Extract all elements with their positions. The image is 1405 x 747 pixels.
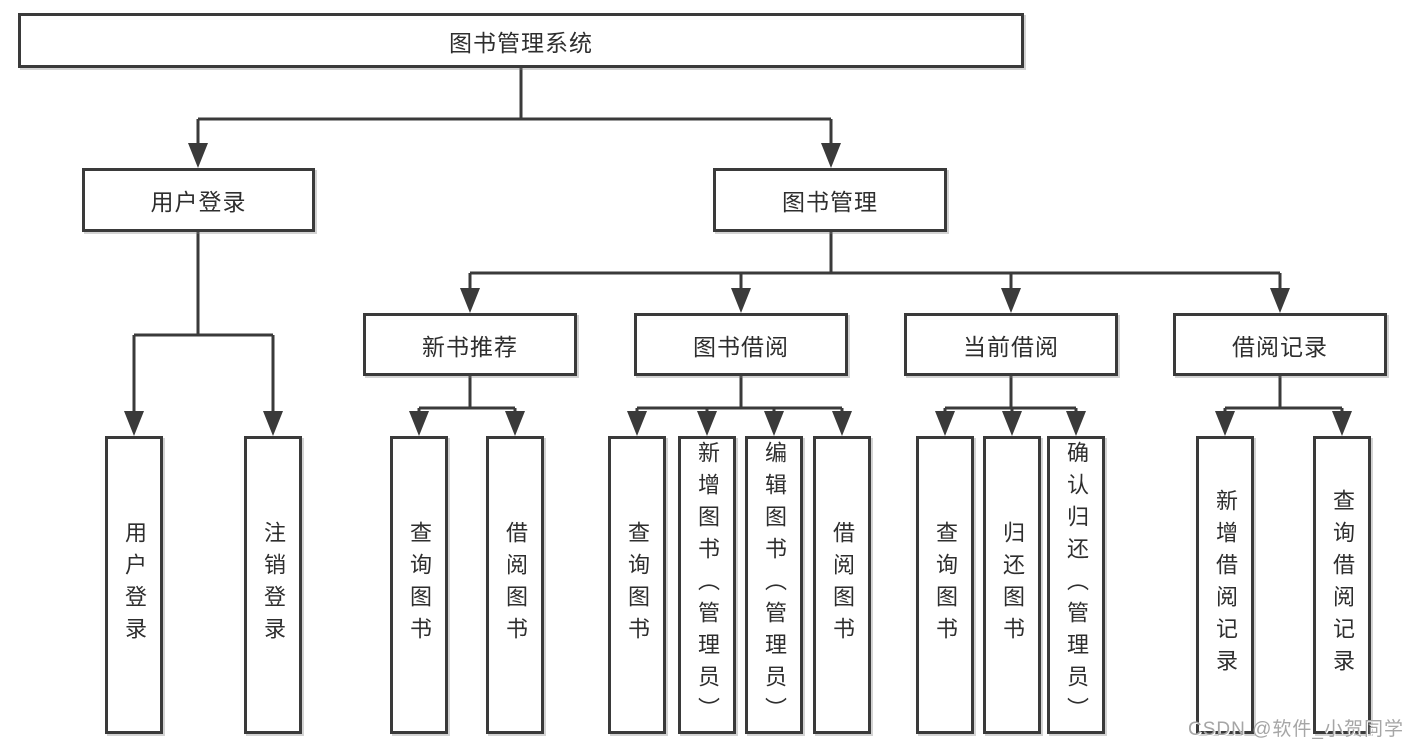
arrowhead-icon (1066, 411, 1086, 436)
node-current-confirm-return: 确认归还（管理员） (1047, 436, 1105, 734)
node-book-management-label: 图书管理 (782, 189, 878, 215)
arrowhead-icon (731, 288, 751, 313)
node-current-borrowing-label: 当前借阅 (963, 333, 1059, 360)
node-records-query-record-label: 查询借阅记录 (1330, 489, 1355, 681)
arrowhead-icon (821, 143, 841, 168)
node-user-login: 用户登录 (82, 168, 315, 232)
arrowhead-icon (1270, 288, 1290, 313)
node-borrowing-query-books: 查询图书 (608, 436, 666, 734)
arrowhead-icon (505, 411, 525, 436)
node-logout-action-label: 注销登录 (261, 521, 286, 649)
arrowhead-icon (832, 411, 852, 436)
arrowhead-icon (1002, 411, 1022, 436)
node-new-book-recommendation: 新书推荐 (363, 313, 577, 376)
node-borrowing-borrow-books: 借阅图书 (813, 436, 871, 734)
arrowhead-icon (1001, 288, 1021, 313)
node-book-borrowing: 图书借阅 (634, 313, 848, 376)
arrowheads (124, 143, 1352, 436)
node-borrowing-records: 借阅记录 (1173, 313, 1387, 376)
arrowhead-icon (935, 411, 955, 436)
node-recommend-query-books: 查询图书 (390, 436, 448, 734)
node-new-book-recommendation-label: 新书推荐 (422, 333, 518, 360)
arrowhead-icon (627, 411, 647, 436)
node-borrowing-edit-books-label: 编辑图书（管理员） (762, 441, 787, 729)
node-borrowing-borrow-books-label: 借阅图书 (830, 521, 855, 649)
connector-user-login-to-children (132, 232, 275, 416)
connector-current-borrowing-to-children (943, 376, 1078, 416)
node-current-query-books-label: 查询图书 (933, 521, 958, 649)
connector-borrowing-records-to-children (1223, 376, 1344, 416)
connector-new-book-to-children (417, 376, 517, 416)
node-book-borrowing-label: 图书借阅 (693, 333, 789, 360)
arrowhead-icon (697, 411, 717, 436)
node-current-confirm-return-label: 确认归还（管理员） (1064, 441, 1089, 729)
node-user-login-action: 用户登录 (105, 436, 163, 734)
node-current-borrowing: 当前借阅 (904, 313, 1118, 376)
node-current-return-books-label: 归还图书 (1000, 521, 1025, 649)
node-user-login-action-label: 用户登录 (122, 521, 147, 649)
node-book-management: 图书管理 (713, 168, 947, 232)
node-records-add-record-label: 新增借阅记录 (1213, 489, 1238, 681)
node-recommend-query-books-label: 查询图书 (407, 521, 432, 649)
arrowhead-icon (263, 411, 283, 436)
node-recommend-borrow-books-label: 借阅图书 (503, 521, 528, 649)
connector-root-to-level2 (196, 68, 833, 148)
node-borrowing-records-label: 借阅记录 (1232, 333, 1328, 360)
node-recommend-borrow-books: 借阅图书 (486, 436, 544, 734)
csdn-watermark: CSDN @软件_小贺同学 (1188, 719, 1404, 740)
node-records-add-record: 新增借阅记录 (1196, 436, 1254, 734)
node-borrowing-edit-books: 编辑图书（管理员） (745, 436, 803, 734)
node-root-label: 图书管理系统 (449, 29, 593, 56)
arrowhead-icon (764, 411, 784, 436)
connector-book-management-to-level3 (468, 232, 1282, 293)
node-logout-action: 注销登录 (244, 436, 302, 734)
arrowhead-icon (1332, 411, 1352, 436)
node-user-login-label: 用户登录 (150, 189, 247, 215)
node-records-query-record: 查询借阅记录 (1313, 436, 1371, 734)
node-borrowing-add-books: 新增图书（管理员） (678, 436, 736, 734)
node-borrowing-add-books-label: 新增图书（管理员） (695, 441, 720, 729)
arrowhead-icon (124, 411, 144, 436)
node-current-query-books: 查询图书 (916, 436, 974, 734)
arrowhead-icon (460, 288, 480, 313)
connector-book-borrowing-to-children (635, 376, 844, 416)
arrowhead-icon (1215, 411, 1235, 436)
node-borrowing-query-books-label: 查询图书 (625, 521, 650, 649)
arrowhead-icon (409, 411, 429, 436)
arrowhead-icon (188, 143, 208, 168)
node-root: 图书管理系统 (18, 13, 1024, 68)
node-current-return-books: 归还图书 (983, 436, 1041, 734)
